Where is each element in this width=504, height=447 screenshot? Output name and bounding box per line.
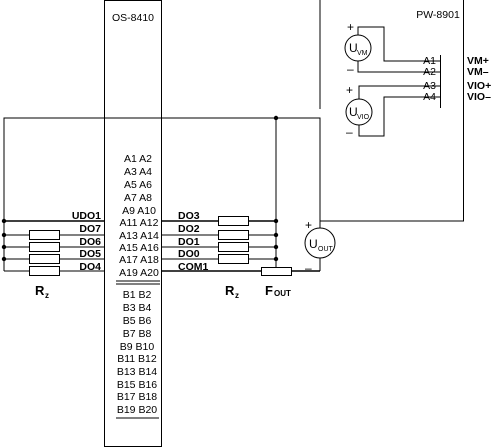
pw-pin-a1: A1 xyxy=(423,55,436,67)
resistor-do5 xyxy=(29,254,60,264)
junction-left-1 xyxy=(1,218,7,224)
signal-do2: DO2 xyxy=(178,223,200,235)
resistor-do6 xyxy=(29,242,60,252)
signal-do7: DO7 xyxy=(79,223,101,235)
pin-row-b: B15 B16 xyxy=(117,379,157,391)
signal-do0: DO0 xyxy=(178,248,200,260)
pin-row-a: A1 A2 xyxy=(124,153,152,165)
pin-row-a: A19 A20 xyxy=(119,267,159,279)
wire-vm-minus xyxy=(357,61,440,73)
junction-right-3 xyxy=(273,244,279,250)
junction-left-4 xyxy=(1,256,7,262)
wire-vio-plus xyxy=(358,85,440,99)
pin-row-b: B9 B10 xyxy=(120,341,155,353)
pin-row-b: B3 B4 xyxy=(123,302,152,314)
pw-pin-a2: A2 xyxy=(423,66,436,78)
resistor-do1 xyxy=(218,242,249,252)
pin-row-b: B1 B2 xyxy=(123,289,152,301)
uvio-plus: + xyxy=(346,83,353,97)
uout-minus: – xyxy=(305,261,312,275)
fuse-out-main: F xyxy=(265,283,273,298)
pw-signal-vio-minus: VIO– xyxy=(467,91,491,103)
pw-8901-module: PW-8901 xyxy=(319,0,464,222)
signal-do1: DO1 xyxy=(178,236,200,248)
left-output-wiring xyxy=(1,218,104,276)
junction-right-2 xyxy=(273,232,279,238)
junction-left-2 xyxy=(1,232,7,238)
resistor-do7 xyxy=(29,230,60,240)
pin-row-a: A13 A14 xyxy=(119,230,159,242)
pin-row-b: B11 B12 xyxy=(117,353,157,365)
pin-labels-b: B1 B2 B3 B4 B5 B6 B7 B8 B9 B10 B11 B12 B… xyxy=(116,289,159,419)
uout-sub: OUT xyxy=(318,246,334,253)
pin-row-a: A7 A8 xyxy=(124,192,152,204)
signal-udo1: UDO1 xyxy=(72,210,101,222)
os-8410-title: OS-8410 xyxy=(112,12,154,24)
wire-outer-left xyxy=(3,117,321,228)
pw-signal-vio-plus: VIO+ xyxy=(467,80,491,92)
pw-8901-title: PW-8901 xyxy=(416,9,460,21)
pin-row-a: A15 A16 xyxy=(119,242,159,254)
uvm-source: U VM + – xyxy=(344,20,440,76)
uvm-main: U xyxy=(349,41,358,55)
resistor-do0 xyxy=(218,254,249,264)
uout-source-symbol xyxy=(304,227,336,259)
pw-pin-a4: A4 xyxy=(423,91,436,103)
rz-left-main: R xyxy=(35,283,45,298)
pin-row-a: A17 A18 xyxy=(119,254,159,266)
right-output-wiring xyxy=(162,115,320,276)
rz-left-sub: z xyxy=(45,291,49,300)
signal-do5: DO5 xyxy=(79,248,101,260)
junction-left-3 xyxy=(1,244,7,250)
fuse-out-sub: OUT xyxy=(274,289,291,298)
signal-do3: DO3 xyxy=(178,210,200,222)
junction-right-4 xyxy=(273,256,279,262)
signal-do6: DO6 xyxy=(79,236,101,248)
pin-row-a: A5 A6 xyxy=(124,179,152,191)
uvio-sub: VIO xyxy=(357,114,370,121)
resistor-do2 xyxy=(218,230,249,240)
pw-signal-vm-plus: VM+ xyxy=(467,55,489,67)
uvio-main: U xyxy=(349,105,358,119)
pin-row-a: A3 A4 xyxy=(124,166,152,178)
resistor-do3 xyxy=(218,216,249,226)
signal-com1: COM1 xyxy=(178,261,208,273)
pw-8901-outline-right xyxy=(319,0,464,222)
uvio-source: U VIO + – xyxy=(345,83,440,139)
rz-right-main: R xyxy=(225,283,235,298)
pw-pin-a3: A3 xyxy=(423,80,436,92)
signal-do4: DO4 xyxy=(79,261,101,273)
wire-vm-plus xyxy=(357,26,440,62)
pin-labels-a: A1 A2 A3 A4 A5 A6 A7 A8 A9 A10 A11 A12 A… xyxy=(119,153,159,279)
pin-row-b: B17 B18 xyxy=(117,391,157,403)
uvm-plus: + xyxy=(347,20,354,34)
uout-main: U xyxy=(309,237,318,251)
pin-row-b: B13 B14 xyxy=(117,366,157,378)
uout-source: U OUT + – xyxy=(304,218,336,275)
uvm-minus: – xyxy=(347,62,354,76)
pin-row-b: B19 B20 xyxy=(117,404,157,416)
uvio-minus: – xyxy=(346,125,353,139)
junction-right-1 xyxy=(273,218,279,224)
pin-row-a: A11 A12 xyxy=(120,217,159,229)
pw-signal-vm-minus: VM– xyxy=(467,66,489,78)
pin-row-b: B5 B6 xyxy=(123,315,152,327)
junction-right-0 xyxy=(273,115,279,121)
pin-row-a: A9 A10 xyxy=(122,205,156,217)
uout-plus: + xyxy=(305,218,312,232)
fuse-out xyxy=(261,267,292,276)
uvm-sub: VM xyxy=(357,50,368,57)
rz-right-sub: z xyxy=(235,291,239,300)
pin-row-b: B7 B8 xyxy=(123,328,152,340)
wire-vio-minus xyxy=(358,96,440,137)
resistor-do4 xyxy=(29,266,60,276)
